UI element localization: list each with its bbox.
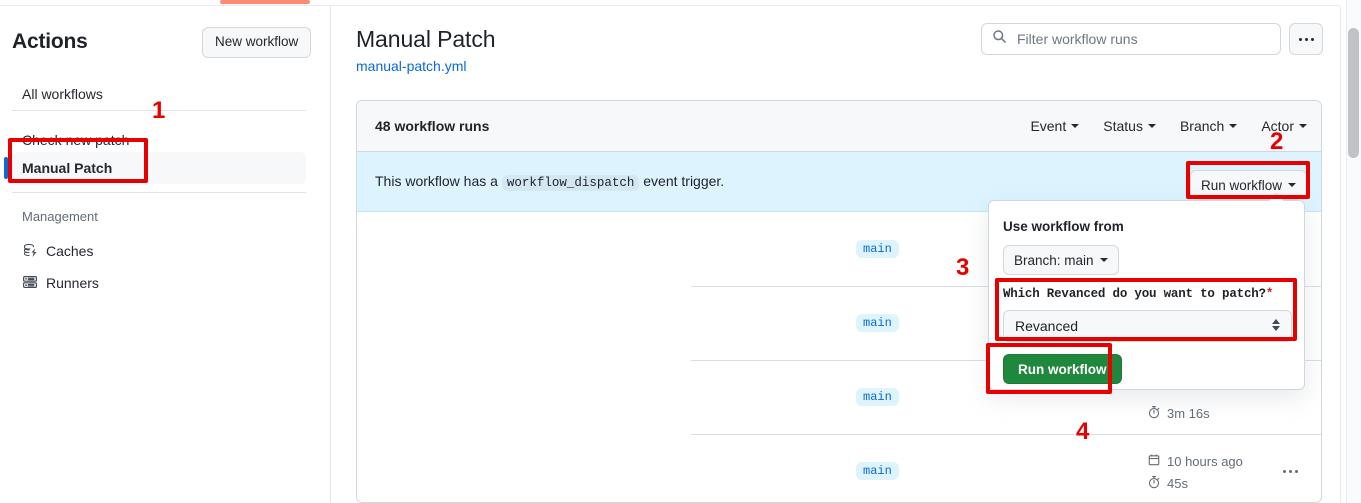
run-date: 10 hours ago [1147, 450, 1277, 472]
sidebar-divider-1 [12, 110, 306, 111]
select-value: Revanced [1015, 318, 1079, 334]
required-asterisk: * [1265, 287, 1274, 301]
sidebar-item-label: Manual Patch [22, 160, 113, 176]
chevron-down-icon [1099, 258, 1108, 262]
filter-branch[interactable]: Branch [1179, 118, 1238, 134]
row-meta: 3m 16s [1147, 402, 1277, 424]
filter-event[interactable]: Event [1030, 118, 1080, 134]
chevron-down-icon [1288, 183, 1296, 187]
search-input[interactable] [1015, 30, 1270, 48]
sidebar-item-caches[interactable]: Caches [12, 236, 306, 266]
top-divider [0, 5, 1340, 6]
sidebar: Actions New workflow All workflows Check… [0, 6, 330, 503]
page-title-actions: Actions [12, 30, 88, 53]
use-workflow-from-label: Use workflow from [1003, 219, 1124, 234]
date-text: 10 hours ago [1167, 453, 1243, 469]
sidebar-item-runners[interactable]: Runners [12, 268, 306, 298]
duration-text: 45s [1167, 475, 1188, 491]
run-workflow-dropdown-button[interactable]: Run workflow [1189, 170, 1307, 200]
branch-badge[interactable]: main [856, 240, 899, 258]
sidebar-item-label: Runners [46, 275, 99, 291]
sidebar-item-manual-patch[interactable]: Manual Patch [4, 152, 306, 184]
row-more-options-button[interactable] [1283, 470, 1298, 473]
input-label-text: Which Revanced do you want to patch? [1003, 287, 1266, 301]
page-scrollbar-track[interactable] [1346, 0, 1361, 503]
dispatch-event-code: workflow_dispatch [501, 175, 640, 191]
branch-badge[interactable]: main [856, 314, 899, 332]
filter-label: Actor [1261, 118, 1294, 134]
row-meta: 10 hours ago 45s [1147, 450, 1277, 494]
chevron-down-icon [1299, 124, 1307, 128]
inner-scroll-divider [1340, 6, 1341, 503]
sidebar-item-label: All workflows [22, 86, 103, 102]
chevron-down-icon [1147, 124, 1156, 128]
revanced-select[interactable]: Revanced [1003, 310, 1292, 342]
row-divider [691, 434, 1321, 435]
branch-select-button[interactable]: Branch: main [1003, 245, 1119, 275]
database-cache-icon [22, 242, 38, 261]
filter-label: Event [1030, 118, 1067, 134]
new-workflow-button[interactable]: New workflow [202, 27, 312, 58]
workflow-title: Manual Patch [356, 26, 496, 52]
active-tab-underline [220, 0, 310, 4]
select-updown-icon [1272, 319, 1280, 331]
dispatch-text-before: This workflow has a [375, 173, 498, 189]
branch-badge[interactable]: main [856, 388, 899, 406]
table-row[interactable]: main 10 hours ago [357, 434, 1321, 502]
page-scrollbar-thumb[interactable] [1348, 28, 1359, 158]
dispatch-text-after: event trigger. [643, 173, 725, 189]
stopwatch-icon [1147, 475, 1161, 492]
workflow-input-label: Which Revanced do you want to patch?* [1003, 287, 1273, 301]
run-duration: 3m 16s [1147, 402, 1277, 424]
filter-label: Branch [1179, 118, 1225, 134]
branch-badge[interactable]: main [856, 462, 899, 480]
duration-text: 3m 16s [1167, 405, 1210, 421]
filter-actor[interactable]: Actor [1261, 118, 1307, 134]
more-options-button[interactable] [1289, 23, 1323, 55]
runs-panel-header: 48 workflow runs Event Status Branch [357, 101, 1321, 152]
run-workflow-button-label: Run workflow [1200, 177, 1282, 193]
chevron-down-icon [1071, 124, 1080, 128]
dropdown-caret-icon [1269, 193, 1283, 201]
table-row[interactable]: main [357, 212, 1321, 286]
sidebar-vertical-divider [330, 6, 331, 503]
filter-status[interactable]: Status [1103, 118, 1156, 134]
management-section-label: Management [22, 209, 98, 224]
run-duration: 45s [1147, 472, 1277, 494]
sidebar-item-all-workflows[interactable]: All workflows [12, 78, 306, 110]
chevron-down-icon [1229, 124, 1238, 128]
calendar-icon [1147, 453, 1161, 470]
sidebar-divider-2 [12, 192, 306, 193]
stopwatch-icon [1147, 405, 1161, 422]
run-workflow-dropdown-panel: Use workflow from Branch: main Which Rev… [988, 200, 1305, 390]
workflow-runs-count: 48 workflow runs [375, 118, 490, 134]
server-runners-icon [22, 274, 38, 293]
submit-run-workflow-button[interactable]: Run workflow [1003, 354, 1122, 384]
filter-group: Event Status Branch Actor [1030, 118, 1307, 134]
branch-select-label: Branch: main [1014, 252, 1094, 268]
sidebar-item-label: Caches [46, 243, 94, 259]
filter-label: Status [1103, 118, 1143, 134]
kebab-horizontal-icon [1298, 37, 1314, 41]
workflow-file-link[interactable]: manual-patch.yml [356, 58, 467, 74]
dispatch-banner-text: This workflow has a workflow_dispatch ev… [375, 173, 725, 191]
search-box[interactable] [981, 23, 1281, 55]
search-icon [992, 29, 1007, 49]
sidebar-item-label: Check new patch [22, 132, 130, 148]
